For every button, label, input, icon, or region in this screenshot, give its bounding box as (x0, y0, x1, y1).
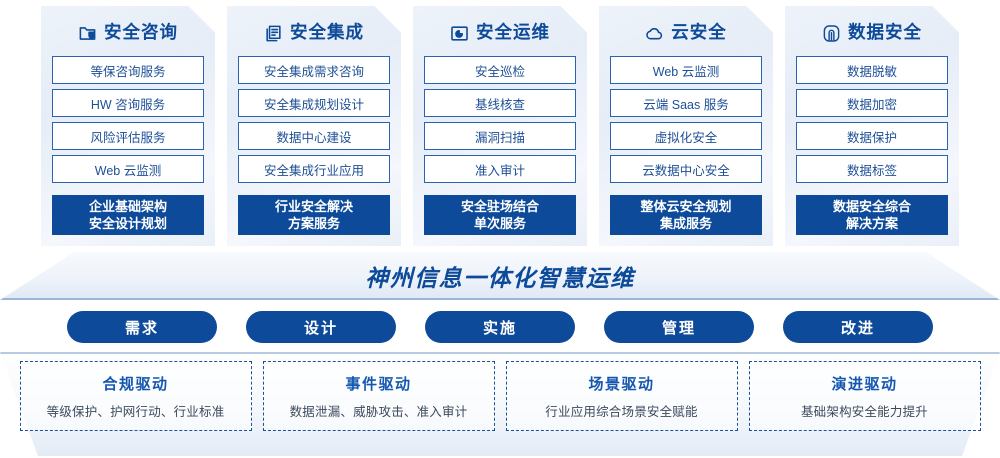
column-summary[interactable]: 安全驻场结合 单次服务 (424, 195, 576, 235)
service-item[interactable]: 准入审计 (424, 155, 576, 183)
driver-title: 场景驱动 (588, 375, 655, 393)
summary-line: 安全驻场结合 (460, 198, 539, 214)
driver-card-compliance[interactable]: 合规驱动 等级保护、护网行动、行业标准 (19, 361, 252, 431)
service-item[interactable]: 云端 Saas 服务 (610, 89, 762, 117)
driver-title: 事件驱动 (345, 375, 412, 393)
service-item[interactable]: 数据标签 (796, 155, 948, 183)
stage-pill-improvement[interactable]: 改进 (783, 311, 933, 343)
stage-pill-implementation[interactable]: 实施 (425, 311, 575, 343)
service-column-data-security[interactable]: 数据安全 数据脱敏 数据加密 数据保护 数据标签 数据安全综合 解决方案 (785, 6, 959, 246)
column-header: 安全集成 (238, 15, 390, 51)
service-item[interactable]: HW 咨询服务 (52, 89, 204, 117)
column-summary[interactable]: 数据安全综合 解决方案 (796, 195, 948, 235)
service-item[interactable]: 风险评估服务 (52, 122, 204, 150)
service-item[interactable]: Web 云监测 (52, 155, 204, 183)
column-summary[interactable]: 企业基础架构 安全设计规划 (52, 195, 204, 235)
service-item[interactable]: 基线核查 (424, 89, 576, 117)
summary-line: 解决方案 (845, 216, 898, 231)
summary-line: 数据安全综合 (832, 198, 911, 214)
summary-line: 行业安全解决 (274, 198, 353, 214)
summary-line: 安全设计规划 (88, 216, 167, 231)
service-column-security-operations[interactable]: 安全运维 安全巡检 基线核查 漏洞扫描 准入审计 安全驻场结合 单次服务 (413, 6, 587, 246)
folder-shield-icon (78, 24, 97, 43)
summary-line: 方案服务 (287, 216, 340, 231)
column-header: 安全咨询 (52, 15, 204, 51)
service-item[interactable]: 等保咨询服务 (52, 56, 204, 84)
lifecycle-stages: 需求 设计 实施 管理 改进 (0, 311, 1000, 343)
driver-desc: 数据泄漏、威胁攻击、准入审计 (289, 404, 468, 419)
service-item[interactable]: 安全巡检 (424, 56, 576, 84)
service-column-cloud-security[interactable]: 云安全 Web 云监测 云端 Saas 服务 虚拟化安全 云数据中心安全 整体云… (599, 6, 773, 246)
driver-desc: 等级保护、护网行动、行业标准 (46, 404, 225, 419)
driver-desc: 基础架构安全能力提升 (800, 404, 928, 419)
driver-title: 演进驱动 (831, 375, 898, 393)
column-header: 数据安全 (796, 15, 948, 51)
column-title: 安全集成 (290, 22, 364, 43)
summary-line: 企业基础架构 (88, 198, 167, 214)
service-item[interactable]: 虚拟化安全 (610, 122, 762, 150)
column-title: 安全咨询 (104, 22, 178, 43)
driver-title: 合规驱动 (102, 375, 169, 393)
drivers-list: 合规驱动 等级保护、护网行动、行业标准 事件驱动 数据泄漏、威胁攻击、准入审计 … (0, 352, 1000, 456)
stage-pill-requirement[interactable]: 需求 (67, 311, 217, 343)
summary-line: 集成服务 (659, 216, 712, 231)
fingerprint-icon (822, 24, 841, 43)
driver-card-scenario[interactable]: 场景驱动 行业应用综合场景安全赋能 (505, 361, 738, 431)
column-title: 数据安全 (848, 22, 922, 43)
banner-title: 神州信息一体化智慧运维 (365, 265, 635, 291)
banner-shape (0, 252, 1000, 300)
service-item[interactable]: Web 云监测 (610, 56, 762, 84)
column-header: 云安全 (610, 15, 762, 51)
summary-line: 单次服务 (473, 216, 526, 231)
driver-card-evolution[interactable]: 演进驱动 基础架构安全能力提升 (748, 361, 981, 431)
column-title: 云安全 (671, 22, 727, 43)
service-column-security-integration[interactable]: 安全集成 安全集成需求咨询 安全集成规划设计 数据中心建设 安全集成行业应用 行… (227, 6, 401, 246)
service-item[interactable]: 数据保护 (796, 122, 948, 150)
stage-pill-design[interactable]: 设计 (246, 311, 396, 343)
service-item[interactable]: 云数据中心安全 (610, 155, 762, 183)
platform-banner: 神州信息一体化智慧运维 (0, 252, 1000, 300)
cloud-icon (645, 24, 664, 43)
drivers-panel: 合规驱动 等级保护、护网行动、行业标准 事件驱动 数据泄漏、威胁攻击、准入审计 … (0, 352, 1000, 456)
service-item[interactable]: 安全集成需求咨询 (238, 56, 390, 84)
service-columns: 安全咨询 等保咨询服务 HW 咨询服务 风险评估服务 Web 云监测 企业基础架… (0, 6, 1000, 254)
service-item[interactable]: 漏洞扫描 (424, 122, 576, 150)
service-column-security-consulting[interactable]: 安全咨询 等保咨询服务 HW 咨询服务 风险评估服务 Web 云监测 企业基础架… (41, 6, 215, 246)
stage-pill-management[interactable]: 管理 (604, 311, 754, 343)
document-copy-icon (264, 24, 283, 43)
service-item[interactable]: 安全集成规划设计 (238, 89, 390, 117)
column-header: 安全运维 (424, 15, 576, 51)
column-summary[interactable]: 整体云安全规划 集成服务 (610, 195, 762, 235)
service-item[interactable]: 数据中心建设 (238, 122, 390, 150)
driver-card-incident[interactable]: 事件驱动 数据泄漏、威胁攻击、准入审计 (262, 361, 495, 431)
service-item[interactable]: 数据脱敏 (796, 56, 948, 84)
column-title: 安全运维 (476, 22, 550, 43)
folder-chart-icon (450, 24, 469, 43)
driver-desc: 行业应用综合场景安全赋能 (545, 404, 698, 419)
summary-line: 整体云安全规划 (640, 198, 732, 214)
service-item[interactable]: 安全集成行业应用 (238, 155, 390, 183)
column-summary[interactable]: 行业安全解决 方案服务 (238, 195, 390, 235)
service-item[interactable]: 数据加密 (796, 89, 948, 117)
